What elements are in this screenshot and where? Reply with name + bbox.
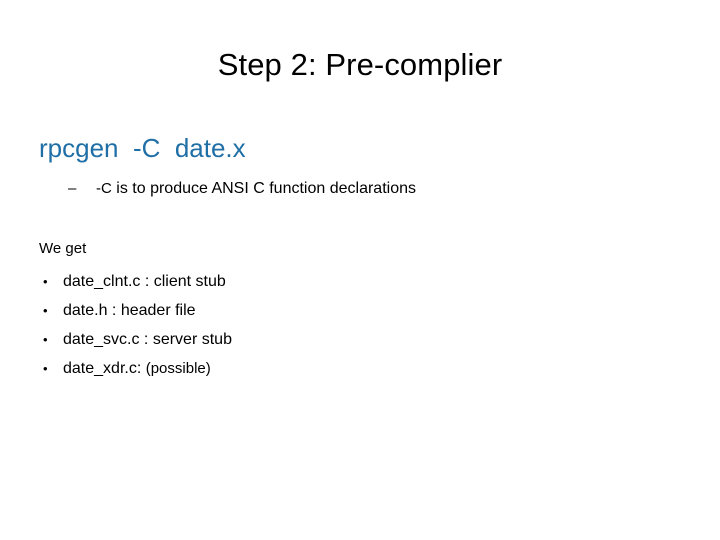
dash-bullet-icon: –: [68, 180, 77, 197]
list-item-name: date.h : header file: [63, 302, 196, 319]
list-item-name: date_xdr.c:: [63, 360, 146, 377]
command-sub-bullet-text: -C is to produce ANSI C function declara…: [96, 178, 416, 200]
command-heading: rpcgen -C date.x: [39, 133, 246, 163]
command-flag-label: -C: [96, 180, 112, 197]
list-item-name: date_svc.c : server stub: [63, 331, 232, 348]
bullet-icon: •: [43, 361, 48, 376]
list-item-label: date_xdr.c: (possible): [63, 354, 211, 383]
command-flag-description: is to produce ANSI C function declaratio…: [111, 180, 416, 197]
output-list-intro: We get: [39, 240, 87, 257]
list-item-note: (possible): [145, 360, 211, 377]
list-item-label: date_clnt.c : client stub: [63, 267, 226, 296]
bullet-icon: •: [43, 274, 48, 289]
list-item: • date_svc.c : server stub: [39, 325, 459, 354]
list-item-label: date.h : header file: [63, 296, 196, 325]
list-item: • date.h : header file: [39, 296, 459, 325]
bullet-icon: •: [43, 332, 48, 347]
command-sub-bullet: – -C is to produce ANSI C function decla…: [68, 178, 416, 200]
list-item: • date_xdr.c: (possible): [39, 354, 459, 383]
list-item-label: date_svc.c : server stub: [63, 325, 232, 354]
output-list: We get • date_clnt.c : client stub • dat…: [39, 238, 459, 383]
list-item-name: date_clnt.c : client stub: [63, 273, 226, 290]
page-title: Step 2: Pre-complier: [217, 47, 503, 82]
bullet-icon: •: [43, 303, 48, 318]
list-item: • date_clnt.c : client stub: [39, 267, 459, 296]
